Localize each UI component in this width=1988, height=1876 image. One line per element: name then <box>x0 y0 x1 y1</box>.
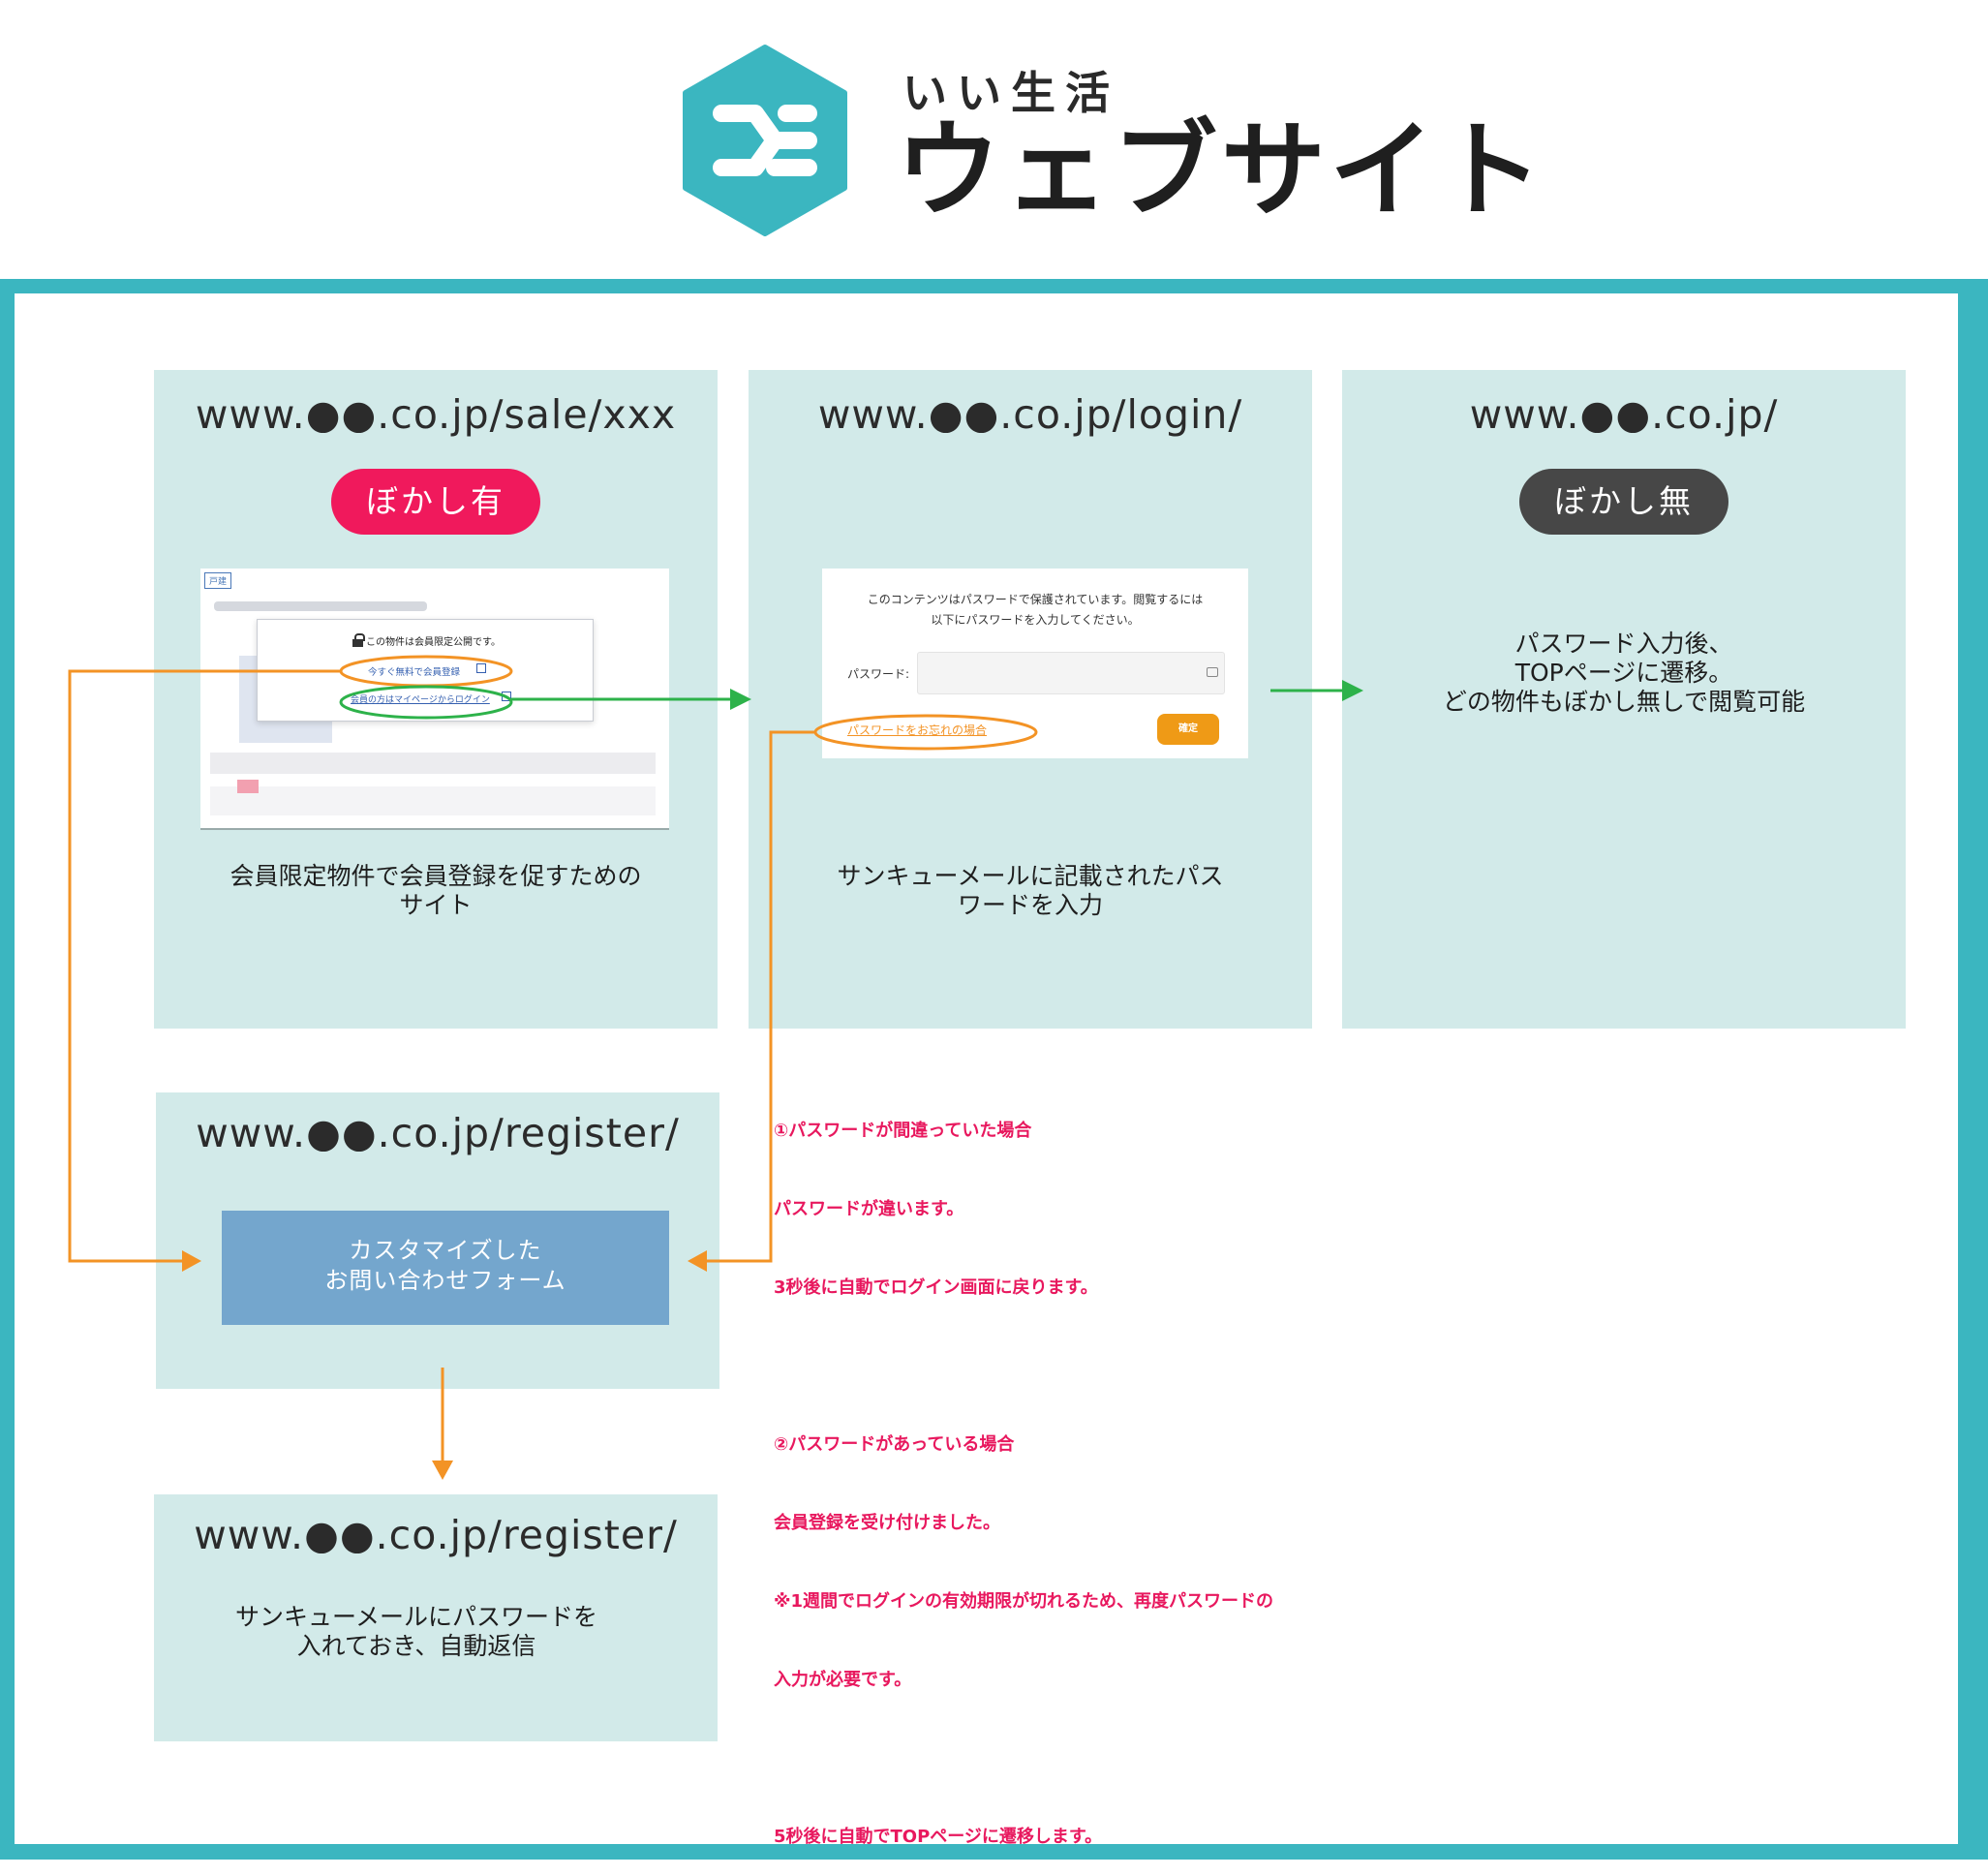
property-tag: 戸建 <box>204 572 232 589</box>
arrow-forgot-to-form <box>707 730 815 1263</box>
panel-url: www.●●.co.jp/login/ <box>817 391 1243 438</box>
blurred-title <box>214 601 427 611</box>
desc-line: ワードを入力 <box>957 891 1103 919</box>
hexagon-logo-icon <box>683 45 847 236</box>
panel-login: www.●●.co.jp/login/ このコンテンツはパスワードで保護されてい… <box>749 370 1312 1029</box>
brand-small-text: いい生活 <box>902 67 1119 119</box>
panel-register-reply: www.●●.co.jp/register/ サンキューメールにパスワードを 入… <box>154 1494 718 1741</box>
password-label: パスワード: <box>847 667 910 681</box>
form-line: カスタマイズした <box>349 1237 542 1264</box>
desc-line: 入れておき、自動返信 <box>296 1632 536 1660</box>
panel-top: www.●●.co.jp/ ぼかし無 パスワード入力後、 TOPページに遷移。 … <box>1342 370 1906 1029</box>
panel-url: www.●●.co.jp/register/ <box>196 1110 680 1156</box>
note-line: ②パスワードがあっている場合 <box>774 1434 1015 1455</box>
blurred-price <box>237 780 259 793</box>
password-input[interactable] <box>917 652 1225 694</box>
panel-register: www.●●.co.jp/register/ カスタマイズした お問い合わせフォ… <box>156 1092 719 1389</box>
login-page-screenshot: このコンテンツはパスワードで保護されています。閲覧するには 以下にパスワードを入… <box>822 569 1248 758</box>
show-password-icon[interactable] <box>1207 667 1218 677</box>
forgot-link-highlight <box>813 714 1038 751</box>
forgot-password-link[interactable]: パスワードをお忘れの場合 <box>847 723 988 737</box>
panel-description: 会員限定物件で会員登録を促すための サイト <box>154 862 718 920</box>
lock-icon <box>354 633 365 641</box>
register-link[interactable]: 今すぐ無料で会員登録 <box>368 667 461 678</box>
desc-line: パスワード入力後、 <box>1514 630 1733 658</box>
note-line: パスワードが違います。 <box>774 1199 964 1219</box>
arrow-head <box>688 1250 707 1272</box>
arrow-head <box>182 1250 201 1272</box>
note-line: 3秒後に自動でログイン画面に戻ります。 <box>774 1277 1098 1298</box>
desc-line: 会員限定物件で会員登録を促すための <box>229 862 642 890</box>
panel-url: www.●●.co.jp/sale/xxx <box>195 391 677 438</box>
login-link[interactable]: 会員の方はマイページからログイン <box>351 695 490 705</box>
note-line: 入力が必要です。 <box>774 1670 912 1690</box>
desc-line: サンキューメールに記載されたパス <box>837 862 1224 890</box>
confirm-button[interactable]: 確定 <box>1157 714 1219 745</box>
panel-description: サンキューメールにパスワードを 入れておき、自動返信 <box>135 1603 698 1661</box>
note-line: ※1週間でログインの有効期限が切れるため、再度パスワードの <box>774 1591 1274 1612</box>
form-line: お問い合わせフォーム <box>324 1267 566 1294</box>
message-line: このコンテンツはパスワードで保護されています。閲覧するには <box>867 593 1204 606</box>
blurred-row <box>210 753 656 774</box>
external-link-icon <box>476 663 486 673</box>
arrow-register-link-to-form <box>68 669 341 1263</box>
note-line: 5秒後に自動でTOPページに遷移します。 <box>774 1827 1103 1847</box>
arrow-head <box>1342 680 1363 701</box>
note-line: ①パスワードが間違っていた場合 <box>774 1121 1032 1141</box>
password-result-notes: ①パスワードが間違っていた場合 パスワードが違います。 3秒後に自動でログイン画… <box>774 1065 1273 1876</box>
custom-contact-form: カスタマイズした お問い合わせフォーム <box>222 1211 669 1325</box>
login-link-highlight <box>339 685 513 720</box>
desc-line: どの物件もぼかし無しで閲覧可能 <box>1442 688 1806 716</box>
blurred-row <box>210 786 656 815</box>
panel-description: パスワード入力後、 TOPページに遷移。 どの物件もぼかし無しで閲覧可能 <box>1342 630 1906 717</box>
arrow-head <box>730 689 751 710</box>
register-link-highlight <box>339 655 513 688</box>
note-line: 会員登録を受け付けました。 <box>774 1513 1000 1533</box>
blur-off-badge: ぼかし無 <box>1519 469 1728 535</box>
member-only-text: この物件は会員限定公開です。 <box>366 637 501 648</box>
blur-on-badge: ぼかし有 <box>331 469 540 535</box>
arrow-head <box>432 1461 453 1480</box>
panel-description: サンキューメールに記載されたパス ワードを入力 <box>749 862 1312 920</box>
lock-icon-body <box>352 639 363 647</box>
brand-title: ウェブサイト <box>896 110 1547 231</box>
desc-line: サンキューメールにパスワードを <box>234 1603 597 1631</box>
desc-line: TOPページに遷移。 <box>1514 659 1733 687</box>
message-line: 以下にパスワードを入力してください。 <box>931 613 1140 627</box>
desc-line: サイト <box>399 891 473 919</box>
panel-url: www.●●.co.jp/register/ <box>194 1512 678 1558</box>
panel-url: www.●●.co.jp/ <box>1469 391 1779 438</box>
protected-message: このコンテンツはパスワードで保護されています。閲覧するには 以下にパスワードを入… <box>822 590 1248 630</box>
